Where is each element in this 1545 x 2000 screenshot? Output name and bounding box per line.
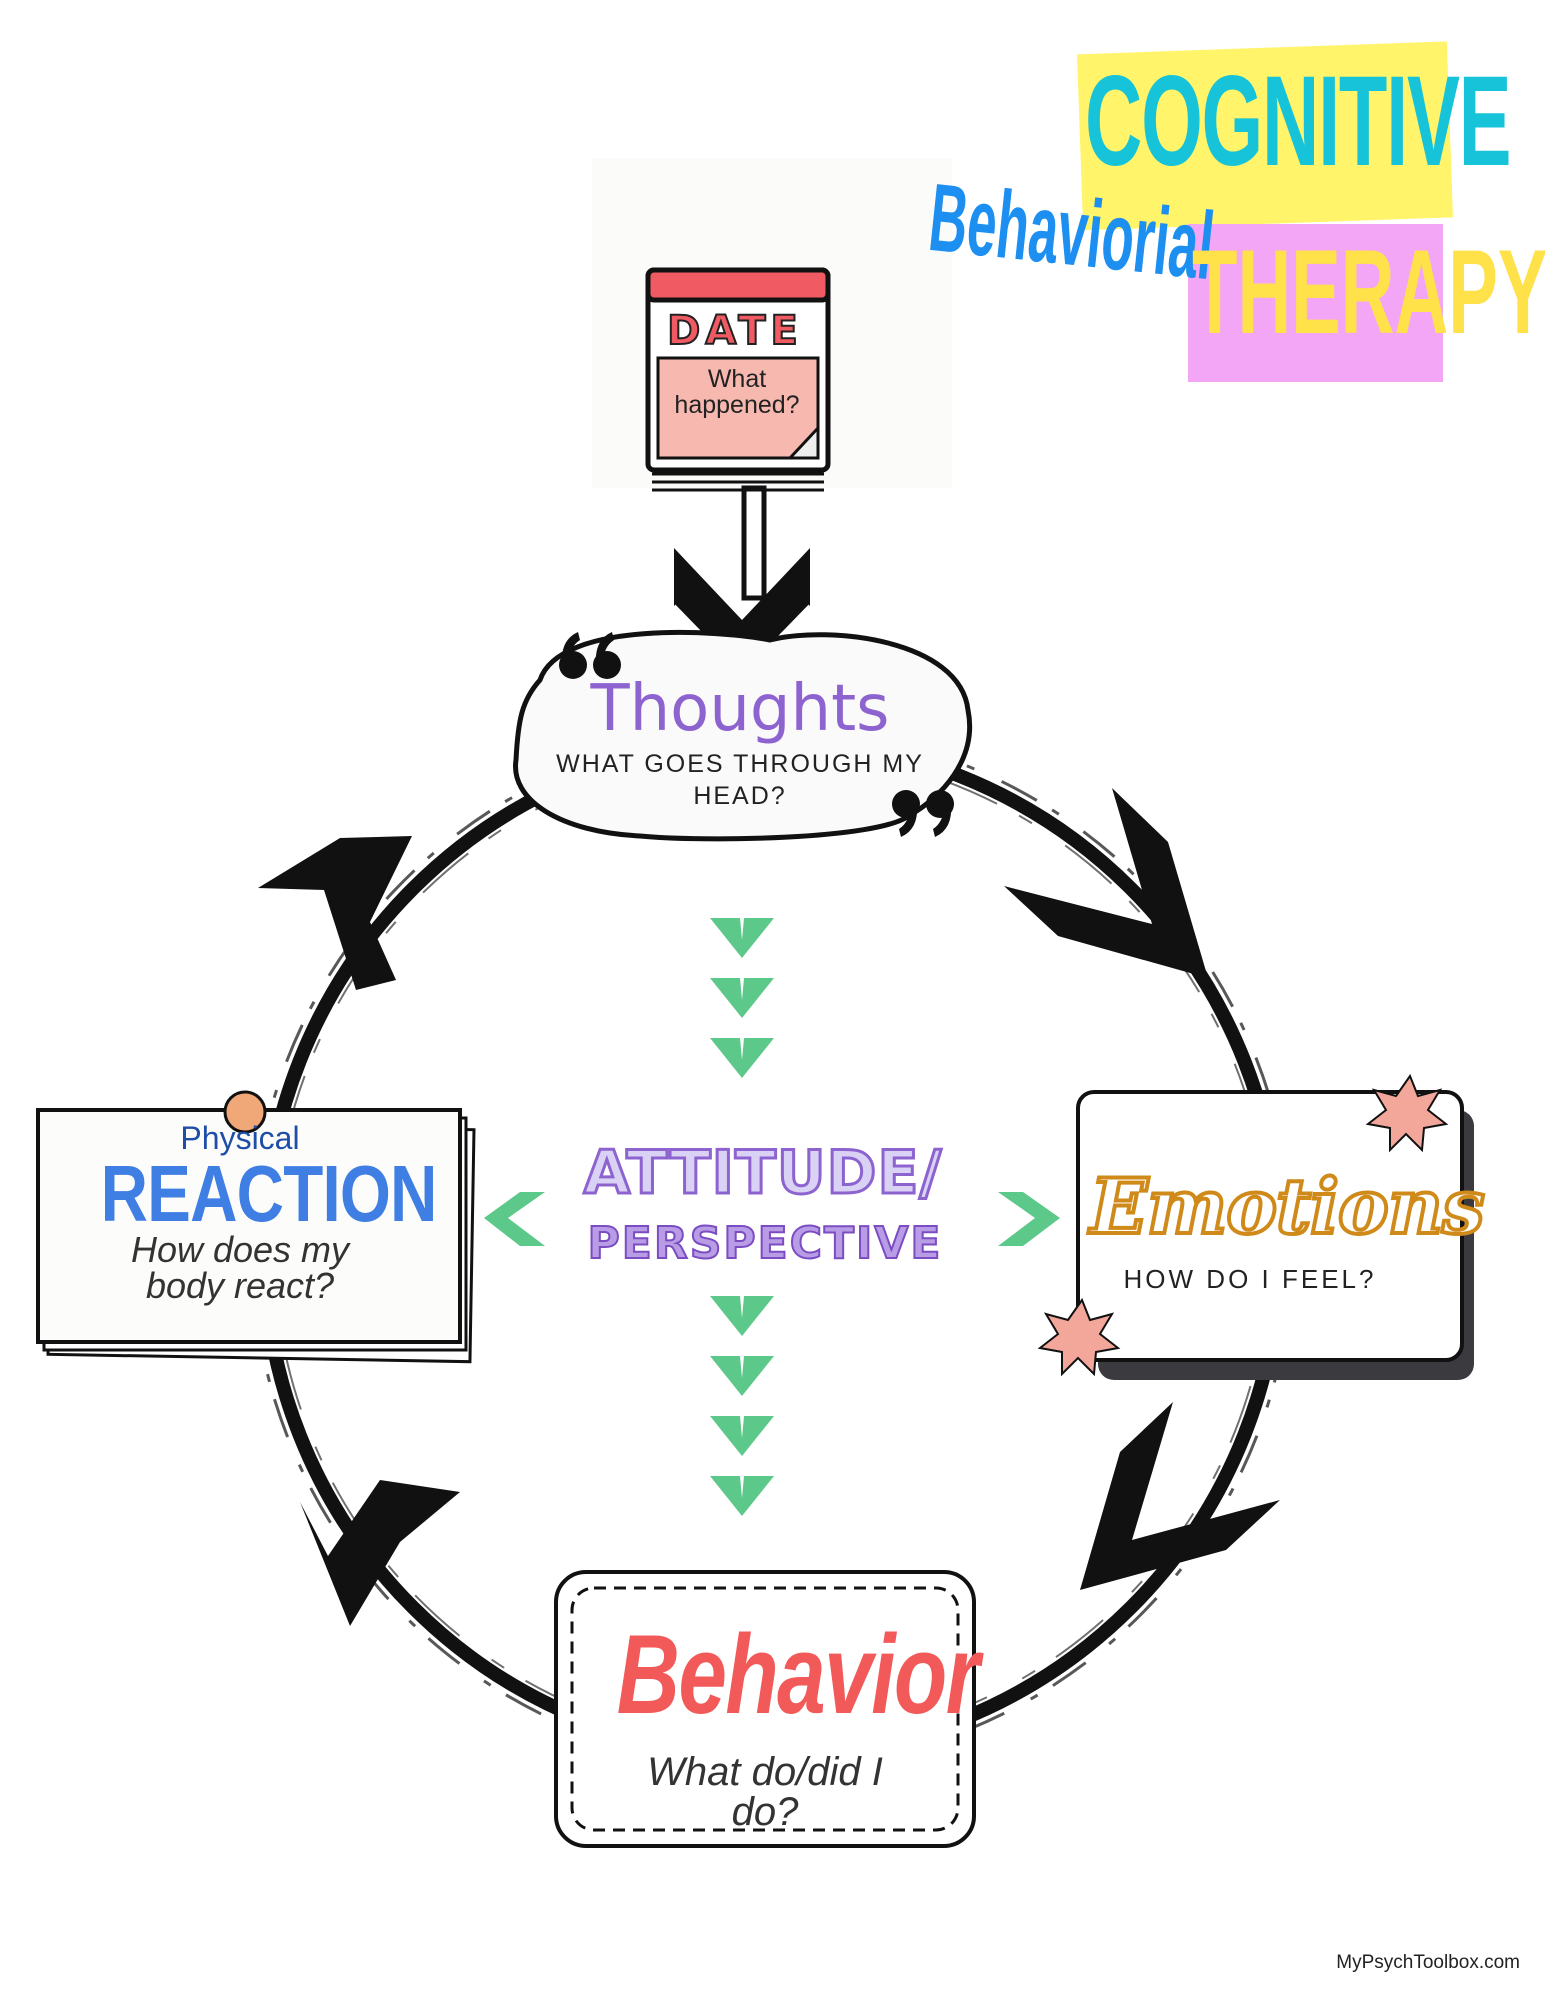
title-word-therapy: THERAPY	[1192, 225, 1545, 359]
quote-close-icon	[892, 790, 954, 837]
thoughts-title: Thoughts	[590, 672, 890, 746]
reaction-prompt-line2: body react?	[145, 1265, 335, 1306]
title-highlight-pink	[1188, 224, 1443, 382]
star-icon-bottom	[1037, 1297, 1121, 1377]
date-prompt: What happened?	[657, 366, 817, 418]
date-card	[645, 267, 831, 492]
thoughts-cloud	[513, 629, 973, 842]
attitude-label: ATTITUDE/	[582, 1137, 943, 1210]
thoughts-prompt-line1: WHAT GOES THROUGH MY	[556, 750, 924, 778]
behavior-title: Behavior	[616, 1612, 980, 1737]
thoughts-prompt-line2: HEAD?	[693, 782, 787, 810]
title-word-cognitive: COGNITIVE	[1085, 50, 1512, 193]
title-highlight-yellow	[1077, 41, 1453, 231]
emotions-prompt: HOW DO I FEEL?	[1123, 1264, 1377, 1294]
date-pole	[741, 485, 767, 601]
reaction-prompt: How does my body react?	[95, 1232, 385, 1304]
thoughts-prompt: WHAT GOES THROUGH MY HEAD?	[522, 748, 958, 812]
green-chevrons-lower	[710, 1296, 774, 1516]
behavior-prompt-line2: do?	[731, 1790, 799, 1834]
green-chevron-right	[998, 1192, 1060, 1246]
behavior-prompt: What do/did I do?	[605, 1752, 925, 1832]
arrow-reaction-to-thoughts	[258, 836, 412, 990]
reaction-title: REACTION	[100, 1149, 438, 1238]
arrow-thoughts-to-emotions	[1004, 788, 1208, 978]
green-chevrons-upper	[710, 918, 774, 1078]
emotions-title: Emotions	[1088, 1160, 1487, 1253]
green-chevron-left	[484, 1192, 545, 1246]
footer-credit[interactable]: MyPsychToolbox.com	[1336, 1952, 1520, 1973]
emotions-card	[1037, 1073, 1474, 1380]
date-prompt-line1: What	[707, 365, 767, 393]
behavior-card	[554, 1570, 976, 1848]
date-label: DATE	[666, 307, 803, 355]
quote-open-icon	[559, 632, 621, 679]
behavior-prompt-line1: What do/did I	[647, 1750, 883, 1794]
date-prompt-line2: happened?	[674, 391, 800, 419]
arrow-emotions-to-behavior	[1080, 1402, 1280, 1590]
reaction-physical-label: Physical	[180, 1120, 300, 1156]
pin-icon	[223, 1090, 267, 1134]
reaction-card	[36, 1090, 476, 1364]
perspective-label: PERSPECTIVE	[587, 1217, 943, 1270]
star-icon-top	[1365, 1073, 1449, 1153]
reaction-prompt-line1: How does my	[130, 1229, 350, 1270]
arrow-behavior-to-reaction	[300, 1480, 460, 1626]
